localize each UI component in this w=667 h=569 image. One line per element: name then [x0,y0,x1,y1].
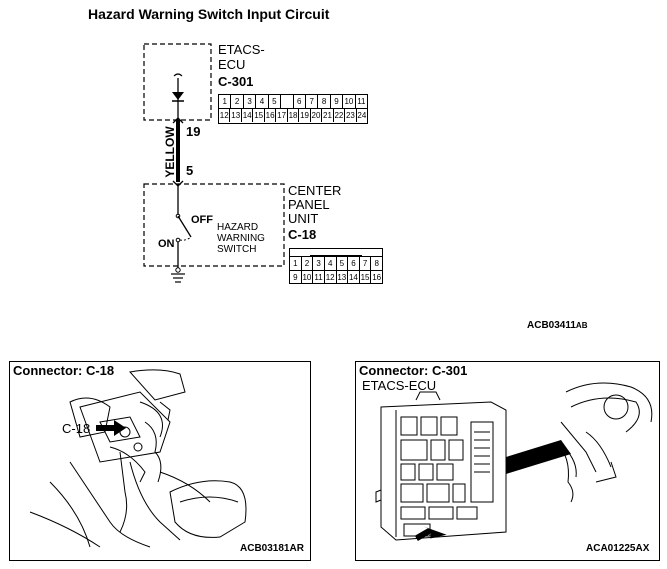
connector-pin-cell: 12 [325,271,337,284]
connector-pin-cell: 11 [357,97,366,106]
connector-pin-cell: 3 [313,257,325,270]
wire-pin-bottom: 5 [186,163,194,178]
center-panel-line3: UNIT [288,211,319,226]
connector-pin-cell: 4 [256,95,269,108]
switch-off-label: OFF [191,214,213,226]
diagram-code: ACB03411AB [527,320,588,331]
connector-pin-cell: 4 [325,257,337,270]
connector-pin-cell: 18 [288,109,300,122]
panel-c18-title: Connector: C-18 [13,363,115,378]
connector-pin-cell: 1 [219,95,232,108]
etacs-ecu-illustration [375,382,653,541]
center-panel-connector-id: C-18 [288,227,317,242]
connector-pin-cell: 21 [323,109,334,122]
etacs-connector-id: C-301 [218,74,254,89]
diagram-title: Hazard Warning Switch Input Circuit [88,6,330,22]
connector-pin-cell: 10 [302,271,314,284]
connector-pin-cell: 2 [231,95,244,108]
connector-c301-panel: Connector: C-301 ETACS-ECU [355,361,660,561]
connector-pin-cell: 24 [357,111,367,120]
connector-pin-cell: 19 [300,109,311,122]
connector-pin-cell: 15 [360,271,372,284]
switch-label-line1: HAZARD [217,222,259,233]
panel-c18-code: ACB03181AR [240,543,304,554]
panel-c301-subtitle: ETACS-ECU [362,378,437,393]
c301-arrow-icon [414,526,447,541]
center-panel-box [143,183,285,267]
connector-pin-cell: 7 [360,257,372,270]
diode-icon [172,92,184,100]
connector-pin-cell: 14 [348,271,360,284]
connector-pin-cell: 12 [219,109,231,122]
center-panel-line1: CENTER [288,183,342,198]
connector-pin-cell: 6 [348,257,360,270]
connector-pin-cell: 17 [277,109,288,122]
connector-pin-cell: 10 [343,95,356,108]
connector-pin-cell: 3 [244,95,257,108]
c18-arrow-icon [96,420,126,436]
connector-pin-cell: 6 [294,95,306,108]
switch-label-line2: WARNING [217,233,265,244]
switch-label-line3: SWITCH [217,244,257,255]
panel-c301-title: Connector: C-301 [359,363,468,378]
connector-pin-cell: 8 [374,259,379,268]
etacs-name-line2: ECU [218,57,246,72]
connector-pin-cell: 23 [345,109,357,122]
connector-pin-cell: 16 [265,109,277,122]
wire-pin-top: 19 [186,124,201,139]
connector-pin-cell: 14 [242,109,254,122]
connector-pin-cell: 5 [269,95,282,108]
connector-pin-cell [281,95,294,108]
connector-pin-cell: 8 [318,95,331,108]
connector-pin-cell: 13 [231,109,242,122]
center-panel-line2: PANEL [288,197,330,212]
connector-pin-cell: 7 [306,95,319,108]
c18-callout-label: C-18 [62,421,91,436]
connector-pin-cell: 9 [331,95,344,108]
switch-on-label: ON [158,238,175,250]
connector-pin-cell: 5 [337,257,349,270]
connector-pin-cell: 16 [372,273,382,282]
etacs-name-line1: ETACS- [218,42,265,57]
connector-pin-cell: 11 [313,271,325,284]
circuit-diagram [143,43,285,283]
switch-contact [177,215,192,238]
connector-pin-cell: 1 [290,257,302,270]
connector-pin-cell: 13 [337,271,349,284]
connector-c18-panel: Connector: C-18 C-18 ACB03181AR [9,361,311,561]
panel-c301-code: ACA01225AX [586,543,650,554]
connector-pin-cell: 2 [302,257,314,270]
connector-pin-cell: 9 [290,271,302,284]
connector-pin-cell: 22 [334,109,346,122]
connector-pin-cell: 15 [254,109,265,122]
connector-pin-cell: 20 [311,109,323,122]
wire-color-label: YELLOW [163,126,177,178]
console-illustration [29,369,247,548]
